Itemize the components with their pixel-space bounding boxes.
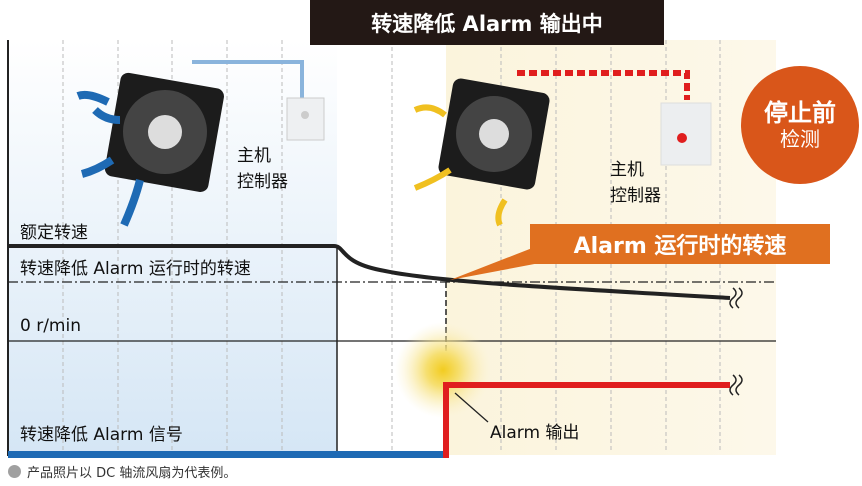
speed-curve: [8, 244, 731, 300]
footnote-text: 产品照片以 DC 轴流风扇为代表例。: [27, 466, 237, 481]
controller-label-line: 主机: [610, 160, 644, 180]
pointer-line: [454, 392, 489, 423]
break-mark-icon: [729, 287, 743, 309]
footnote: 产品照片以 DC 轴流风扇为代表例。: [8, 462, 236, 481]
pre-stop-detection-badge: 停止前检测: [741, 66, 859, 184]
rated-speed-label: 额定转速: [20, 223, 88, 243]
break-mark-icon: [729, 374, 743, 396]
bullet-icon: [8, 465, 21, 478]
badge-line1: 停止前: [764, 98, 836, 127]
right-controller-label: 主机控制器: [610, 157, 661, 209]
signal-high: [443, 382, 730, 458]
signal-label: 转速降低 Alarm 信号: [20, 425, 183, 445]
fan-image-alarm: [413, 70, 712, 227]
status-title: 转速降低 Alarm 输出中: [310, 0, 664, 45]
controller-label-line: 控制器: [237, 172, 288, 192]
alarm-output-label: Alarm 输出: [490, 423, 580, 443]
controller-label-line: 控制器: [610, 186, 661, 206]
alarm-speed-label: 转速降低 Alarm 运行时的转速: [20, 259, 251, 279]
alarm-speed-callout: Alarm 运行时的转速: [530, 224, 830, 264]
fan-image-normal: [76, 60, 325, 227]
badge-line2: 检测: [780, 127, 820, 152]
controller-label-line: 主机: [237, 146, 271, 166]
callout-pointer: [450, 245, 545, 280]
signal-low: [8, 451, 446, 458]
left-controller-label: 主机控制器: [237, 143, 288, 195]
alarm-glow: [395, 322, 491, 418]
zero-speed-label: 0 r/min: [20, 316, 81, 336]
